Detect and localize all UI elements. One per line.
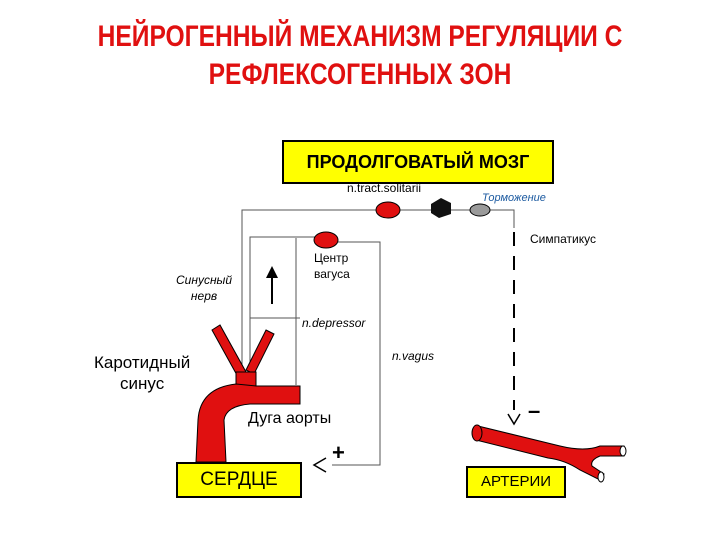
diagram-title: НЕЙРОГЕННЫЙ МЕХАНИЗМ РЕГУЛЯЦИИ С РЕФЛЕКС… [65, 18, 655, 94]
sympathetic-ganglion [469, 203, 491, 217]
medulla-label: ПРОДОЛГОВАТЫЙ МОЗГ [306, 152, 530, 172]
artery-end-left [471, 424, 483, 442]
heart-box: СЕРДЦЕ [176, 462, 302, 498]
left-carotid-branch [211, 324, 247, 378]
tract-solitarii-label: n.tract.solitarii [347, 181, 422, 195]
artery-vessel [471, 424, 627, 483]
plus-sign: + [332, 440, 345, 465]
medulla-box: ПРОДОЛГОВАТЫЙ МОЗГ [282, 140, 554, 184]
inhibitory-neuron [431, 198, 451, 218]
carotid-sinus-line1: Каротидный [94, 353, 191, 372]
aortic-arch [195, 383, 301, 463]
sympathetic-arrowhead [507, 413, 521, 426]
neural-pathways [241, 209, 515, 466]
arteries-label: АРТЕРИИ [480, 473, 552, 490]
inhibition-label: Торможение [482, 192, 546, 204]
artery-branch [475, 425, 625, 481]
n-vagus-label: n.vagus [392, 349, 435, 363]
carotid-aorta-vessels [195, 324, 301, 463]
sinus-nerve-path [241, 209, 380, 385]
depressor-input-path [249, 236, 318, 385]
vagus-center-line2: вагуса [314, 267, 350, 281]
carotid-sinus-label: Каротидный синус [94, 352, 190, 394]
inhibition-path [490, 209, 515, 228]
sinus-nerve-line2: нерв [190, 289, 218, 303]
afferent-arrowhead [266, 266, 278, 278]
arteries-box: АРТЕРИИ [466, 466, 566, 498]
artery-end-bottom [597, 471, 605, 483]
n-depressor-label: n.depressor [302, 316, 366, 330]
title-line-1: НЕЙРОГЕННЫЙ МЕХАНИЗМ РЕГУЛЯЦИИ С [97, 20, 623, 53]
vagus-center-line1: Центр [314, 251, 349, 265]
heart-label: СЕРДЦЕ [200, 469, 278, 490]
minus-sign: – [528, 398, 541, 423]
sympathicus-label: Симпатикус [530, 232, 596, 246]
vagus-center-nucleus [313, 231, 339, 249]
sinus-nerve-label: Синусный нерв [176, 272, 232, 304]
tract-solitarii-nucleus [375, 201, 401, 219]
aortic-arch-label: Дуга аорты [248, 410, 332, 427]
vagus-nerve-path [332, 241, 381, 466]
carotid-sinus-line2: синус [120, 374, 165, 393]
sinus-nerve-line1: Синусный [176, 273, 233, 287]
artery-end-right [619, 445, 627, 457]
title-line-2: РЕФЛЕКСОГЕННЫХ ЗОН [208, 58, 512, 91]
vagus-center-label: Центр вагуса [314, 250, 350, 282]
vagus-arrowhead [312, 457, 327, 473]
